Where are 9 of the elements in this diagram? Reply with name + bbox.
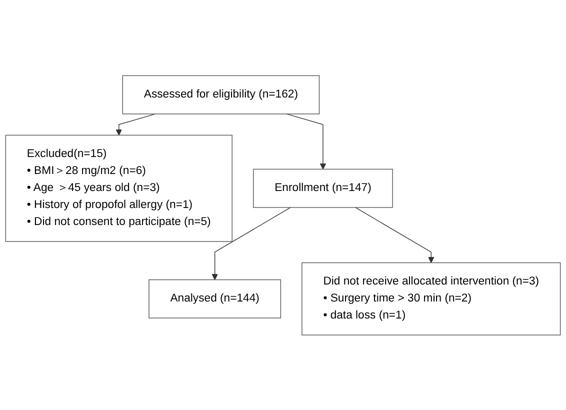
- node-box: Enrollment (n=147): [253, 168, 393, 208]
- node-box: Did not receive allocated intervention (n=3) • Surgery time > 30 min (n=2) • data loss (n=1): [302, 262, 561, 336]
- node-box: Assessed for eligibility (n=162): [122, 74, 320, 114]
- arrow: [212, 206, 291, 280]
- arrow: [355, 206, 434, 263]
- arrow: [116, 113, 156, 136]
- node-box: Analysed (n=144): [148, 279, 282, 318]
- node-box: Excluded(n=15) • BMI＞28 mg/m2 (n=6) • Age ＞45 years old (n=3) • History of propofol allergy (n=1) • Did not consent to participate (n=5): [5, 134, 232, 242]
- arrow: [286, 113, 326, 170]
